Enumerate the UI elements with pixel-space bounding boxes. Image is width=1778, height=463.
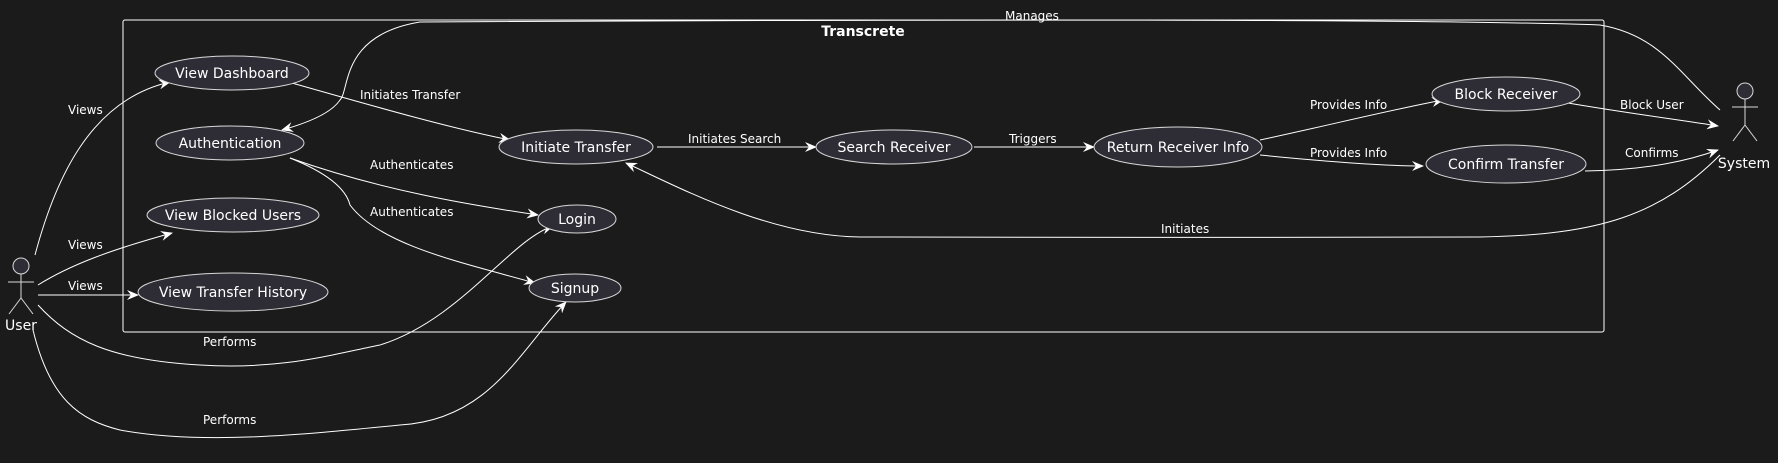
use-case-view-dashboard[interactable]: View Dashboard: [154, 55, 310, 91]
edge-label-user-performs-signup: Performs: [203, 413, 256, 427]
use-case-label: Block Receiver: [1455, 87, 1558, 103]
use-case-label: View Blocked Users: [165, 208, 301, 224]
use-cases: View Dashboard Authentication View Block…: [137, 55, 1587, 312]
use-case-search-receiver[interactable]: Search Receiver: [815, 129, 973, 165]
actor-label: System: [1718, 156, 1770, 172]
use-case-label: View Transfer History: [159, 285, 307, 301]
edges: Views Views Views Performs Performs Init…: [32, 9, 1721, 439]
edge-auth-signup: [289, 157, 536, 285]
edge-system-initiates: [625, 154, 1721, 238]
edge-label-search-triggers: Triggers: [1008, 132, 1057, 146]
actor-head-icon: [12, 257, 30, 275]
edge-label-user-performs-login: Performs: [203, 335, 256, 349]
edge-label-manages: Manages: [1005, 9, 1059, 23]
use-case-return-receiver-info[interactable]: Return Receiver Info: [1093, 126, 1263, 168]
actor-label: User: [5, 318, 37, 334]
edge-auth-login: [289, 157, 539, 219]
edge-info-block: [1259, 97, 1444, 141]
use-case-label: Initiate Transfer: [521, 140, 631, 156]
use-case-label: View Dashboard: [175, 66, 289, 82]
edge-label-confirms: Confirms: [1625, 146, 1679, 160]
edge-label-initiates: Initiates: [1161, 222, 1209, 236]
use-case-login[interactable]: Login: [537, 204, 617, 234]
use-case-label: Signup: [551, 281, 599, 297]
use-case-label: Authentication: [179, 136, 282, 152]
edge-label-transfer-search: Initiates Search: [688, 132, 781, 146]
use-case-label: Confirm Transfer: [1448, 157, 1564, 173]
use-case-block-receiver[interactable]: Block Receiver: [1431, 76, 1581, 112]
use-case-label: Login: [558, 212, 596, 228]
boundary-title: Transcrete: [821, 24, 905, 40]
use-case-signup[interactable]: Signup: [528, 273, 622, 303]
edge-label-info-block: Provides Info: [1310, 98, 1387, 112]
edge-label-user-views-dashboard: Views: [68, 103, 103, 117]
use-case-view-blocked-users[interactable]: View Blocked Users: [146, 197, 320, 233]
actor-system[interactable]: System: [1718, 82, 1770, 172]
edge-label-info-confirm: Provides Info: [1310, 146, 1387, 160]
edge-user-view-dashboard: [34, 79, 171, 256]
actor-head-icon: [1736, 82, 1754, 100]
edge-label-user-views-blocked: Views: [68, 238, 103, 252]
use-case-confirm-transfer[interactable]: Confirm Transfer: [1425, 144, 1587, 184]
use-case-label: Search Receiver: [837, 140, 950, 156]
edge-info-confirm: [1259, 154, 1424, 171]
edge-user-login: [37, 224, 554, 367]
edge-label-user-views-history: Views: [68, 279, 103, 293]
edge-label-auth-login: Authenticates: [370, 158, 453, 172]
edge-label-auth-signup: Authenticates: [370, 205, 453, 219]
use-case-authentication[interactable]: Authentication: [155, 125, 305, 161]
use-case-view-transfer-history[interactable]: View Transfer History: [137, 272, 329, 312]
use-case-initiate-transfer[interactable]: Initiate Transfer: [498, 129, 654, 165]
edge-label-dashboard-initiates-transfer: Initiates Transfer: [360, 88, 460, 102]
edge-user-signup: [32, 301, 567, 439]
edge-label-block-user: Block User: [1620, 98, 1684, 112]
edge-block-system: [1567, 102, 1719, 130]
actor-user[interactable]: User: [5, 257, 37, 334]
edge-system-manages: [281, 19, 1721, 132]
use-case-label: Return Receiver Info: [1107, 140, 1249, 156]
edge-user-view-blocked: [37, 231, 173, 286]
edge-confirm-system: [1584, 148, 1719, 172]
edge-dashboard-initiate-transfer: [291, 82, 511, 143]
